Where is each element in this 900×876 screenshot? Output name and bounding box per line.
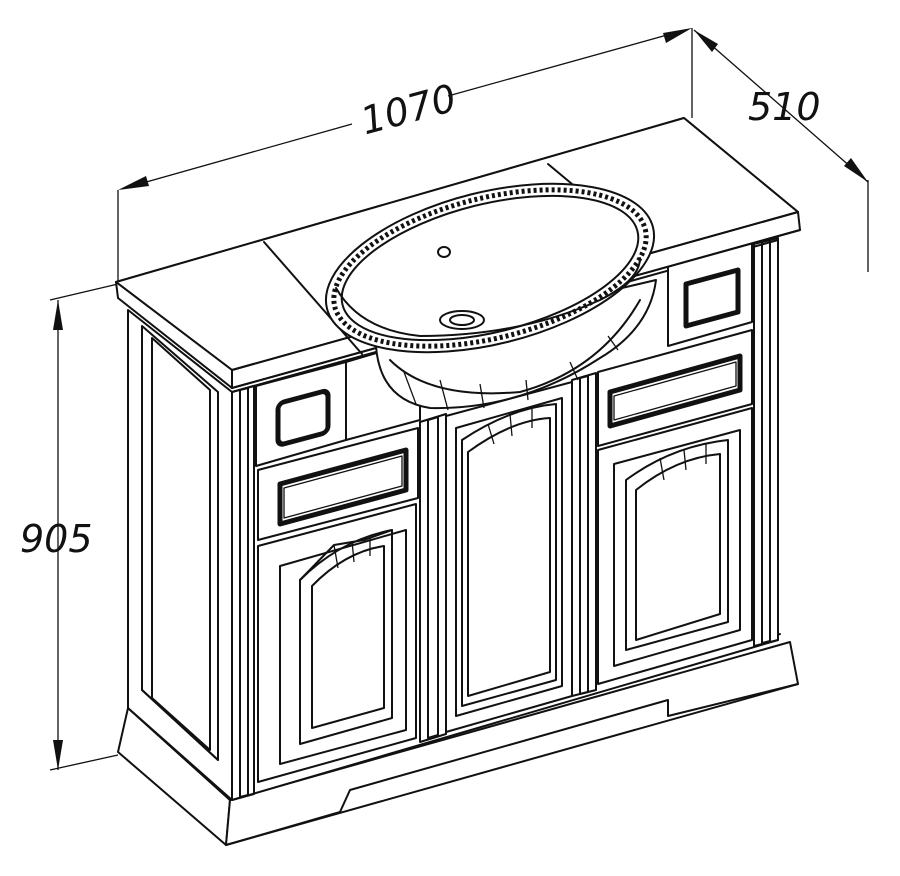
dimension-height: 905 [20, 283, 119, 771]
width-label: 1070 [356, 76, 461, 144]
sink-basin [324, 182, 657, 411]
right-long-drawer [597, 329, 753, 447]
height-label: 905 [20, 517, 93, 561]
right-door [597, 407, 753, 685]
center-door [445, 381, 573, 733]
dimension-depth: 510 [693, 29, 869, 272]
overflow-hole-icon [437, 246, 451, 258]
depth-label: 510 [748, 85, 821, 129]
left-long-drawer [257, 427, 419, 541]
left-door [257, 503, 417, 783]
drain-icon [439, 310, 485, 330]
